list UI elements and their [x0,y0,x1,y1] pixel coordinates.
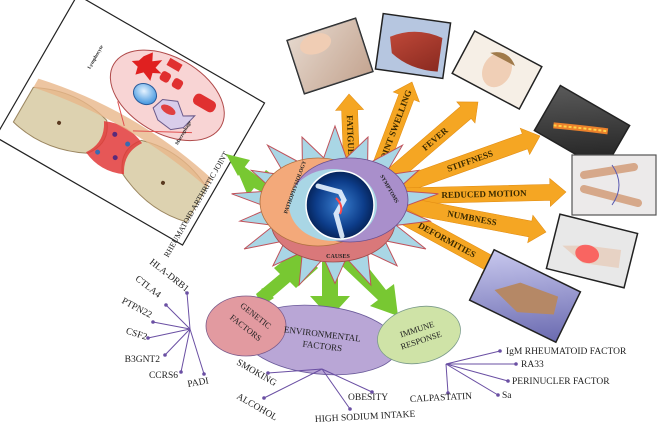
genetic-factors-node[interactable] [205,295,287,357]
branch-line [321,368,373,393]
causes-label: CAUSES [326,254,350,260]
leg-motion-photo [571,154,657,216]
branch-line [445,363,509,382]
branch-dot [146,336,150,340]
leaf-label: HIGH SODIUM INTAKE [315,410,416,425]
leaf-label: PTPN22 [120,296,154,320]
branch-line [445,363,449,394]
branch-line [189,328,205,375]
symptom-arrow-numbness: NUMBNESS [396,195,547,244]
leaf-label: Sa [502,391,512,401]
leaf-label: CCRS6 [149,371,178,381]
symptom-label: FATIGUE [345,115,356,155]
environmental-label-2: FACTORS [302,339,343,354]
symptom-label: REDUCED MOTION [441,188,527,200]
center-hub: PATHOPHYSIOLOGY SYMPTOMS CAUSES [259,157,409,263]
branch-dot [262,396,266,400]
leaf-label: CSF2 [124,327,148,343]
branch-line [267,368,323,374]
branch-line [180,328,191,373]
leaf-label: IgM RHEUMATOID FACTOR [506,347,627,357]
headache-photo [451,29,543,111]
leaf-label: PERINUCLER FACTOR [512,377,610,387]
joint-illustration [12,78,212,223]
orange-arrow-shape [396,127,541,194]
branch-line [186,292,191,330]
branch-dot [179,370,183,374]
symptom-label: DEFORMITIES [417,220,478,259]
branch-dot [514,362,518,366]
branch-line [152,321,191,330]
symptom-photos [286,12,657,344]
fatigue-photo [286,17,374,95]
leaf-label: PADI [187,376,210,390]
immune-response-node[interactable] [372,299,466,371]
joint-panel: Lymphocyte Macrophage RHEUMATOID ARTHRIT… [0,0,266,259]
branch-dot [496,393,500,397]
branch-dot [266,371,270,375]
branch-line [263,368,323,399]
branch-dot [164,303,168,307]
branch-dot [348,407,352,411]
branch-dot [498,349,502,353]
branch-line [445,363,499,396]
symptom-arrow-reduced-motion: REDUCED MOTION [401,177,567,207]
branch-dot [163,353,167,357]
arrow-to-immune [338,252,398,316]
branch-dot [446,391,450,395]
deformed-hand-photo [468,248,582,344]
leaf-label: CTLA4 [133,274,163,300]
leaf-label: RA33 [521,360,544,370]
spine-pain-photo [533,84,631,172]
branch-line [445,350,501,365]
lymphocyte-cell-icon [132,82,158,106]
branch-dot [506,379,510,383]
leaf-label: OBESITY [348,393,388,403]
branch-dot [185,291,189,295]
arrow-to-environmental [310,262,350,318]
branch-line [165,304,191,330]
leaf-label: ALCOHOL [235,392,279,423]
cause-groups: GENETIC FACTORS ENVIRONMENTAL FACTORS IM… [205,295,466,376]
branch-dot [202,372,206,376]
branch-line [321,368,351,410]
branch-dot [151,320,155,324]
hand-pain-photo [545,213,639,289]
branch-line [147,328,191,339]
swollen-hand-photo [374,12,452,80]
leaf-label: B3GNT2 [125,355,161,365]
inflammation-inset: Lymphocyte Macrophage [87,44,225,146]
leaf-label: CALPASTATIN [410,392,473,405]
ros-burst-icon [131,52,163,81]
branch-dot [370,390,374,394]
branch-line [164,328,191,356]
